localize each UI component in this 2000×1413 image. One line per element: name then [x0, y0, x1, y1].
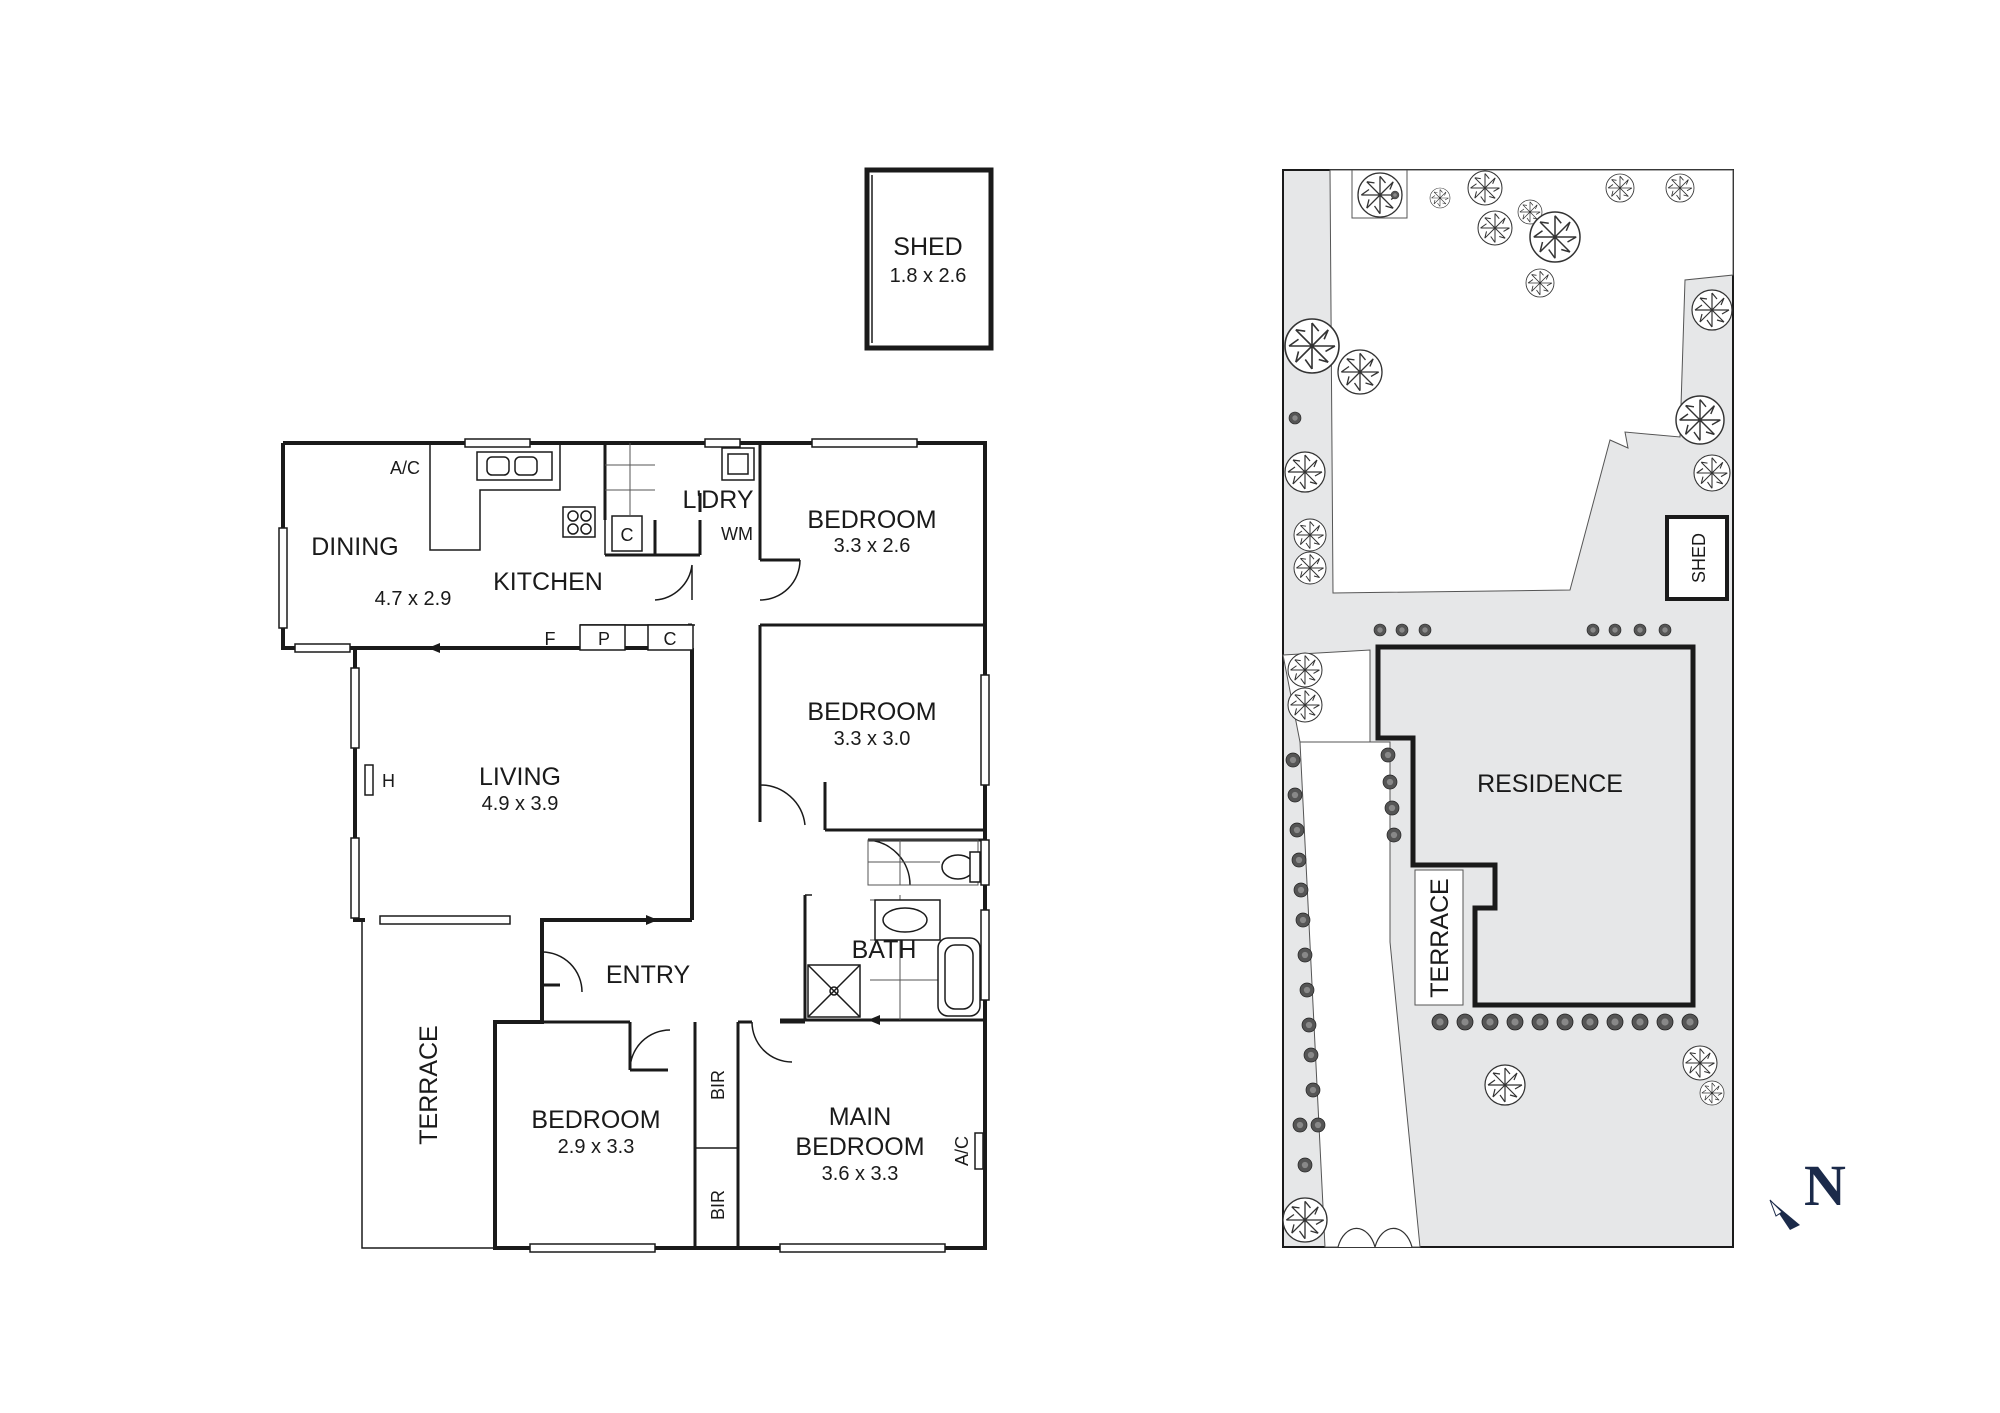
- sink-icon: [476, 451, 553, 481]
- residence-footprint: [1375, 644, 1696, 1008]
- dining-dimensions: 4.7 x 2.9: [375, 588, 452, 610]
- heater-label: H: [382, 771, 395, 791]
- toilet-icon: [941, 854, 975, 880]
- ac-main-bedroom-label: A/C: [952, 1136, 972, 1166]
- vanity-icon: [874, 899, 941, 941]
- fridge-label: F: [545, 629, 556, 649]
- site-terrace-label: TERRACE: [1426, 878, 1454, 997]
- bedroom-3-dimensions: 2.9 x 3.3: [558, 1136, 635, 1158]
- cupboard-hall-label: C: [664, 629, 677, 649]
- bir-lower-label: BIR: [708, 1190, 728, 1220]
- ac-dining-label: A/C: [390, 458, 420, 478]
- flow-arrows: [428, 643, 905, 1025]
- terrace-label: TERRACE: [415, 1025, 443, 1144]
- floor-plan: SHED 1.8 x 2.6: [278, 167, 994, 1253]
- laundry-label: L'DRY: [682, 486, 753, 514]
- dining-label: DINING: [311, 533, 399, 561]
- main-bedroom-label-line2: BEDROOM: [795, 1133, 924, 1161]
- north-arrow-icon: [1769, 1199, 1800, 1230]
- site-shed-label: SHED: [1689, 533, 1709, 583]
- main-bedroom-dimensions: 3.6 x 3.3: [822, 1163, 899, 1185]
- heater-icon: [364, 764, 374, 796]
- bedroom-2-label: BEDROOM: [807, 698, 936, 726]
- bedroom-1-label: BEDROOM: [807, 506, 936, 534]
- living-dimensions: 4.9 x 3.9: [482, 793, 559, 815]
- bathtub-icon: [937, 937, 981, 1017]
- front-gate: [1337, 1227, 1413, 1248]
- site-plan: SHED RESIDENCE TERRACE: [1282, 169, 1846, 1248]
- shed: SHED 1.8 x 2.6: [864, 167, 994, 351]
- bath-label: BATH: [852, 936, 917, 964]
- bedroom-3-label: BEDROOM: [531, 1106, 660, 1134]
- living-label: LIVING: [479, 763, 561, 791]
- cupboard-label: C: [621, 525, 634, 545]
- shed-label: SHED: [893, 233, 962, 261]
- shed-dimensions: 1.8 x 2.6: [890, 265, 967, 287]
- wm-label: WM: [721, 524, 753, 544]
- terrace-footprint: [1414, 869, 1464, 1006]
- north-label: N: [1804, 1153, 1846, 1218]
- residence-label: RESIDENCE: [1477, 770, 1623, 798]
- ac-unit-icon: [974, 1132, 984, 1170]
- windows: [278, 438, 990, 1253]
- pantry-label: P: [598, 629, 610, 649]
- bir-upper-label: BIR: [708, 1070, 728, 1100]
- bedroom-2-dimensions: 3.3 x 3.0: [834, 728, 911, 750]
- doors: [541, 559, 911, 1071]
- bedroom-1-dimensions: 3.3 x 2.6: [834, 535, 911, 557]
- kitchen-fixtures: C WM F P C A/C: [390, 443, 755, 651]
- kitchen-label: KITCHEN: [493, 568, 603, 596]
- main-bedroom-label-line1: MAIN: [829, 1103, 892, 1131]
- bathroom-fixtures: [805, 839, 981, 1020]
- entry-label: ENTRY: [606, 961, 691, 989]
- site-shed: [1665, 515, 1729, 601]
